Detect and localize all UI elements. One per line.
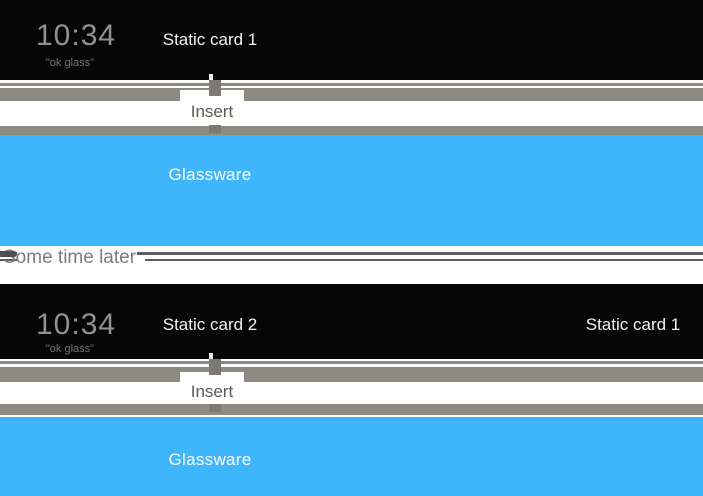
glassware-card: Glassware [0,417,703,496]
static-card-2-label: Static card 2 [162,315,258,334]
insert-label: Insert [190,102,234,121]
timeline-bar [0,126,703,135]
divider-line [137,252,703,255]
timeline-bar [0,367,703,382]
timeline-row: 10:34 "ok glass" Static card 1 [0,0,703,80]
home-card-clock: 10:34 [36,308,117,341]
divider-line-cap [0,251,17,257]
divider-line [0,259,17,261]
home-card-hotword: "ok glass" [45,343,95,355]
glassware-card-label: Glassware [168,450,252,469]
timeline-bar [0,88,703,101]
static-card-1-label: Static card 1 [162,30,258,49]
insert-connector-top [209,359,221,375]
insert-label: Insert [190,382,234,401]
card-gap-marker [209,353,213,359]
timeline-bar-thin [0,83,703,86]
insert-connector-bottom [209,404,221,412]
timeline-row: 10:34 "ok glass" Static card 2 Static ca… [0,284,703,359]
insert-action-box: Insert [180,372,244,404]
divider-line [145,259,703,261]
insert-connector-bottom [209,125,221,133]
static-card-1-label: Static card 1 [585,315,681,334]
glassware-card: Glassware [0,135,703,246]
home-card-hotword: "ok glass" [45,57,95,69]
card-gap-marker [209,74,213,80]
insert-connector-top [209,80,221,96]
timeline-bar [0,404,703,415]
timeline-bar-thin [0,361,703,364]
divider-label: Some time later [3,247,137,268]
home-card-clock: 10:34 [36,19,117,52]
glassware-card-label: Glassware [168,165,252,184]
